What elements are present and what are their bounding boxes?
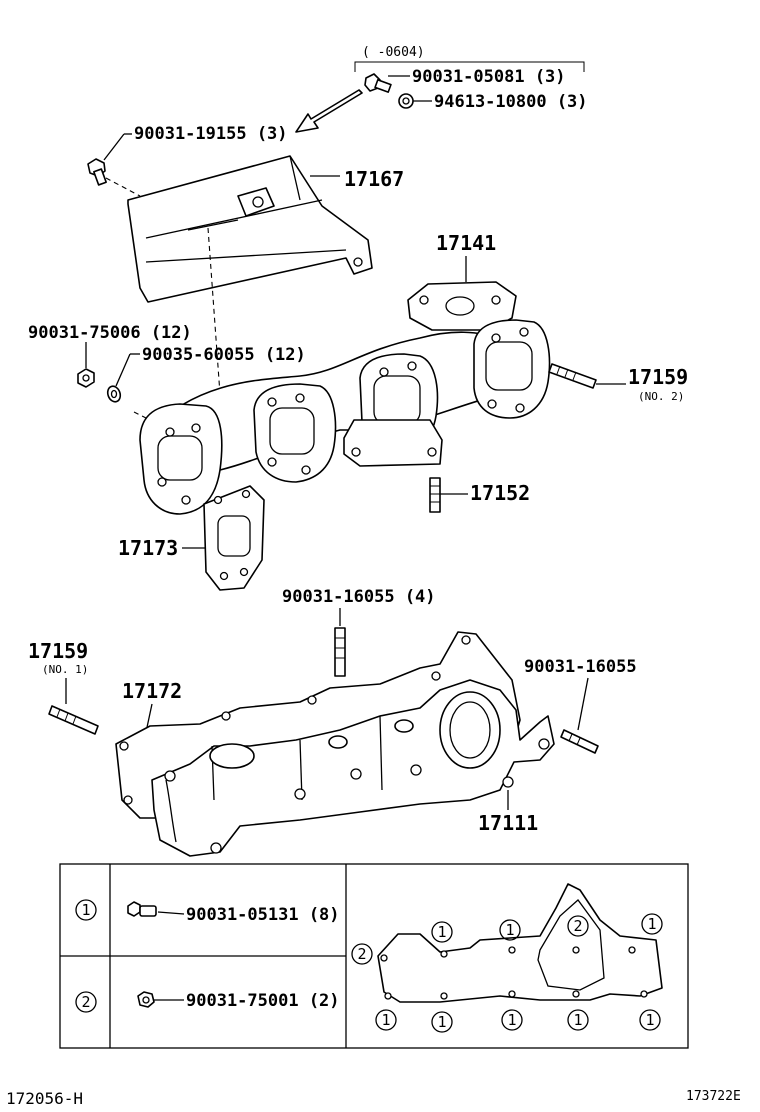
bolt-location-map bbox=[377, 883, 663, 1003]
label-gasket-top: 17141 bbox=[436, 231, 496, 255]
svg-text:1: 1 bbox=[437, 1013, 446, 1031]
stud-icon bbox=[429, 477, 468, 513]
svg-text:1: 1 bbox=[81, 901, 90, 919]
label-stud-no1: 17159 bbox=[28, 639, 88, 663]
bolt-icon bbox=[127, 901, 185, 917]
label-intake-manifold: 17111 bbox=[478, 811, 538, 835]
heat-insulator bbox=[127, 155, 373, 303]
label-stud-16055-4: 90031-16055 (4) bbox=[282, 587, 436, 607]
label-bolt-19155: 90031-19155 (3) bbox=[134, 124, 288, 144]
svg-text:1: 1 bbox=[573, 1011, 582, 1029]
label-gasket-port: 17173 bbox=[118, 536, 178, 560]
svg-text:2: 2 bbox=[357, 945, 366, 963]
stud-icon bbox=[560, 729, 599, 754]
label-washer-60055: 90035-60055 (12) bbox=[142, 345, 306, 365]
label-stud-16055: 90031-16055 bbox=[524, 657, 637, 677]
svg-text:2: 2 bbox=[81, 993, 90, 1011]
label-washer-10800: 94613-10800 (3) bbox=[434, 92, 588, 112]
map-marker-1: 1 bbox=[431, 1011, 453, 1033]
bolt-icon bbox=[364, 73, 410, 93]
label-stud-no1-sub: (NO. 1) bbox=[42, 663, 88, 676]
label-stud-no2-sub: (NO. 2) bbox=[638, 390, 684, 403]
intake-manifold bbox=[151, 679, 555, 857]
map-marker-1: 1 bbox=[375, 1009, 397, 1031]
stud-icon bbox=[548, 363, 626, 389]
map-marker-2: 2 bbox=[567, 915, 589, 937]
label-bolt-05081: 90031-05081 (3) bbox=[412, 67, 566, 87]
legend-mark-2: 2 bbox=[75, 991, 97, 1013]
date-range-bracket: ( -0604) bbox=[354, 45, 585, 72]
stud-icon bbox=[334, 627, 346, 677]
svg-text:1: 1 bbox=[505, 921, 514, 939]
label-insulator: 17167 bbox=[344, 167, 404, 191]
stud-icon bbox=[48, 705, 99, 735]
map-marker-1: 1 bbox=[641, 913, 663, 935]
svg-text:1: 1 bbox=[507, 1011, 516, 1029]
date-range-label: ( -0604) bbox=[362, 45, 425, 60]
map-marker-2: 2 bbox=[351, 943, 373, 965]
map-marker-1: 1 bbox=[431, 921, 453, 943]
label-nut-75006: 90031-75006 (12) bbox=[28, 323, 192, 343]
legend-table bbox=[59, 863, 689, 1049]
map-marker-1: 1 bbox=[501, 1009, 523, 1031]
nut-icon bbox=[137, 991, 184, 1008]
label-stud-17152: 17152 bbox=[470, 481, 530, 505]
legend-part-2: 90031-75001 (2) bbox=[186, 991, 340, 1011]
svg-text:1: 1 bbox=[381, 1011, 390, 1029]
svg-text:1: 1 bbox=[437, 923, 446, 941]
washer-icon bbox=[398, 93, 432, 109]
exhaust-manifold bbox=[139, 281, 551, 515]
label-gasket-intake: 17172 bbox=[122, 679, 182, 703]
direction-arrow bbox=[295, 89, 363, 133]
svg-text:1: 1 bbox=[647, 915, 656, 933]
legend-part-1: 90031-05131 (8) bbox=[186, 905, 340, 925]
legend-mark-1: 1 bbox=[75, 899, 97, 921]
nut-icon bbox=[77, 342, 95, 388]
bolt-icon bbox=[87, 133, 132, 186]
label-stud-no2: 17159 bbox=[628, 365, 688, 389]
washer-icon bbox=[106, 353, 140, 403]
svg-text:1: 1 bbox=[645, 1011, 654, 1029]
map-marker-1: 1 bbox=[499, 919, 521, 941]
footer-left-code: 172056-H bbox=[6, 1089, 83, 1108]
port-gasket bbox=[182, 485, 265, 591]
map-marker-1: 1 bbox=[567, 1009, 589, 1031]
map-marker-1: 1 bbox=[639, 1009, 661, 1031]
footer-right-code: 173722E bbox=[686, 1089, 741, 1104]
svg-text:2: 2 bbox=[573, 917, 582, 935]
